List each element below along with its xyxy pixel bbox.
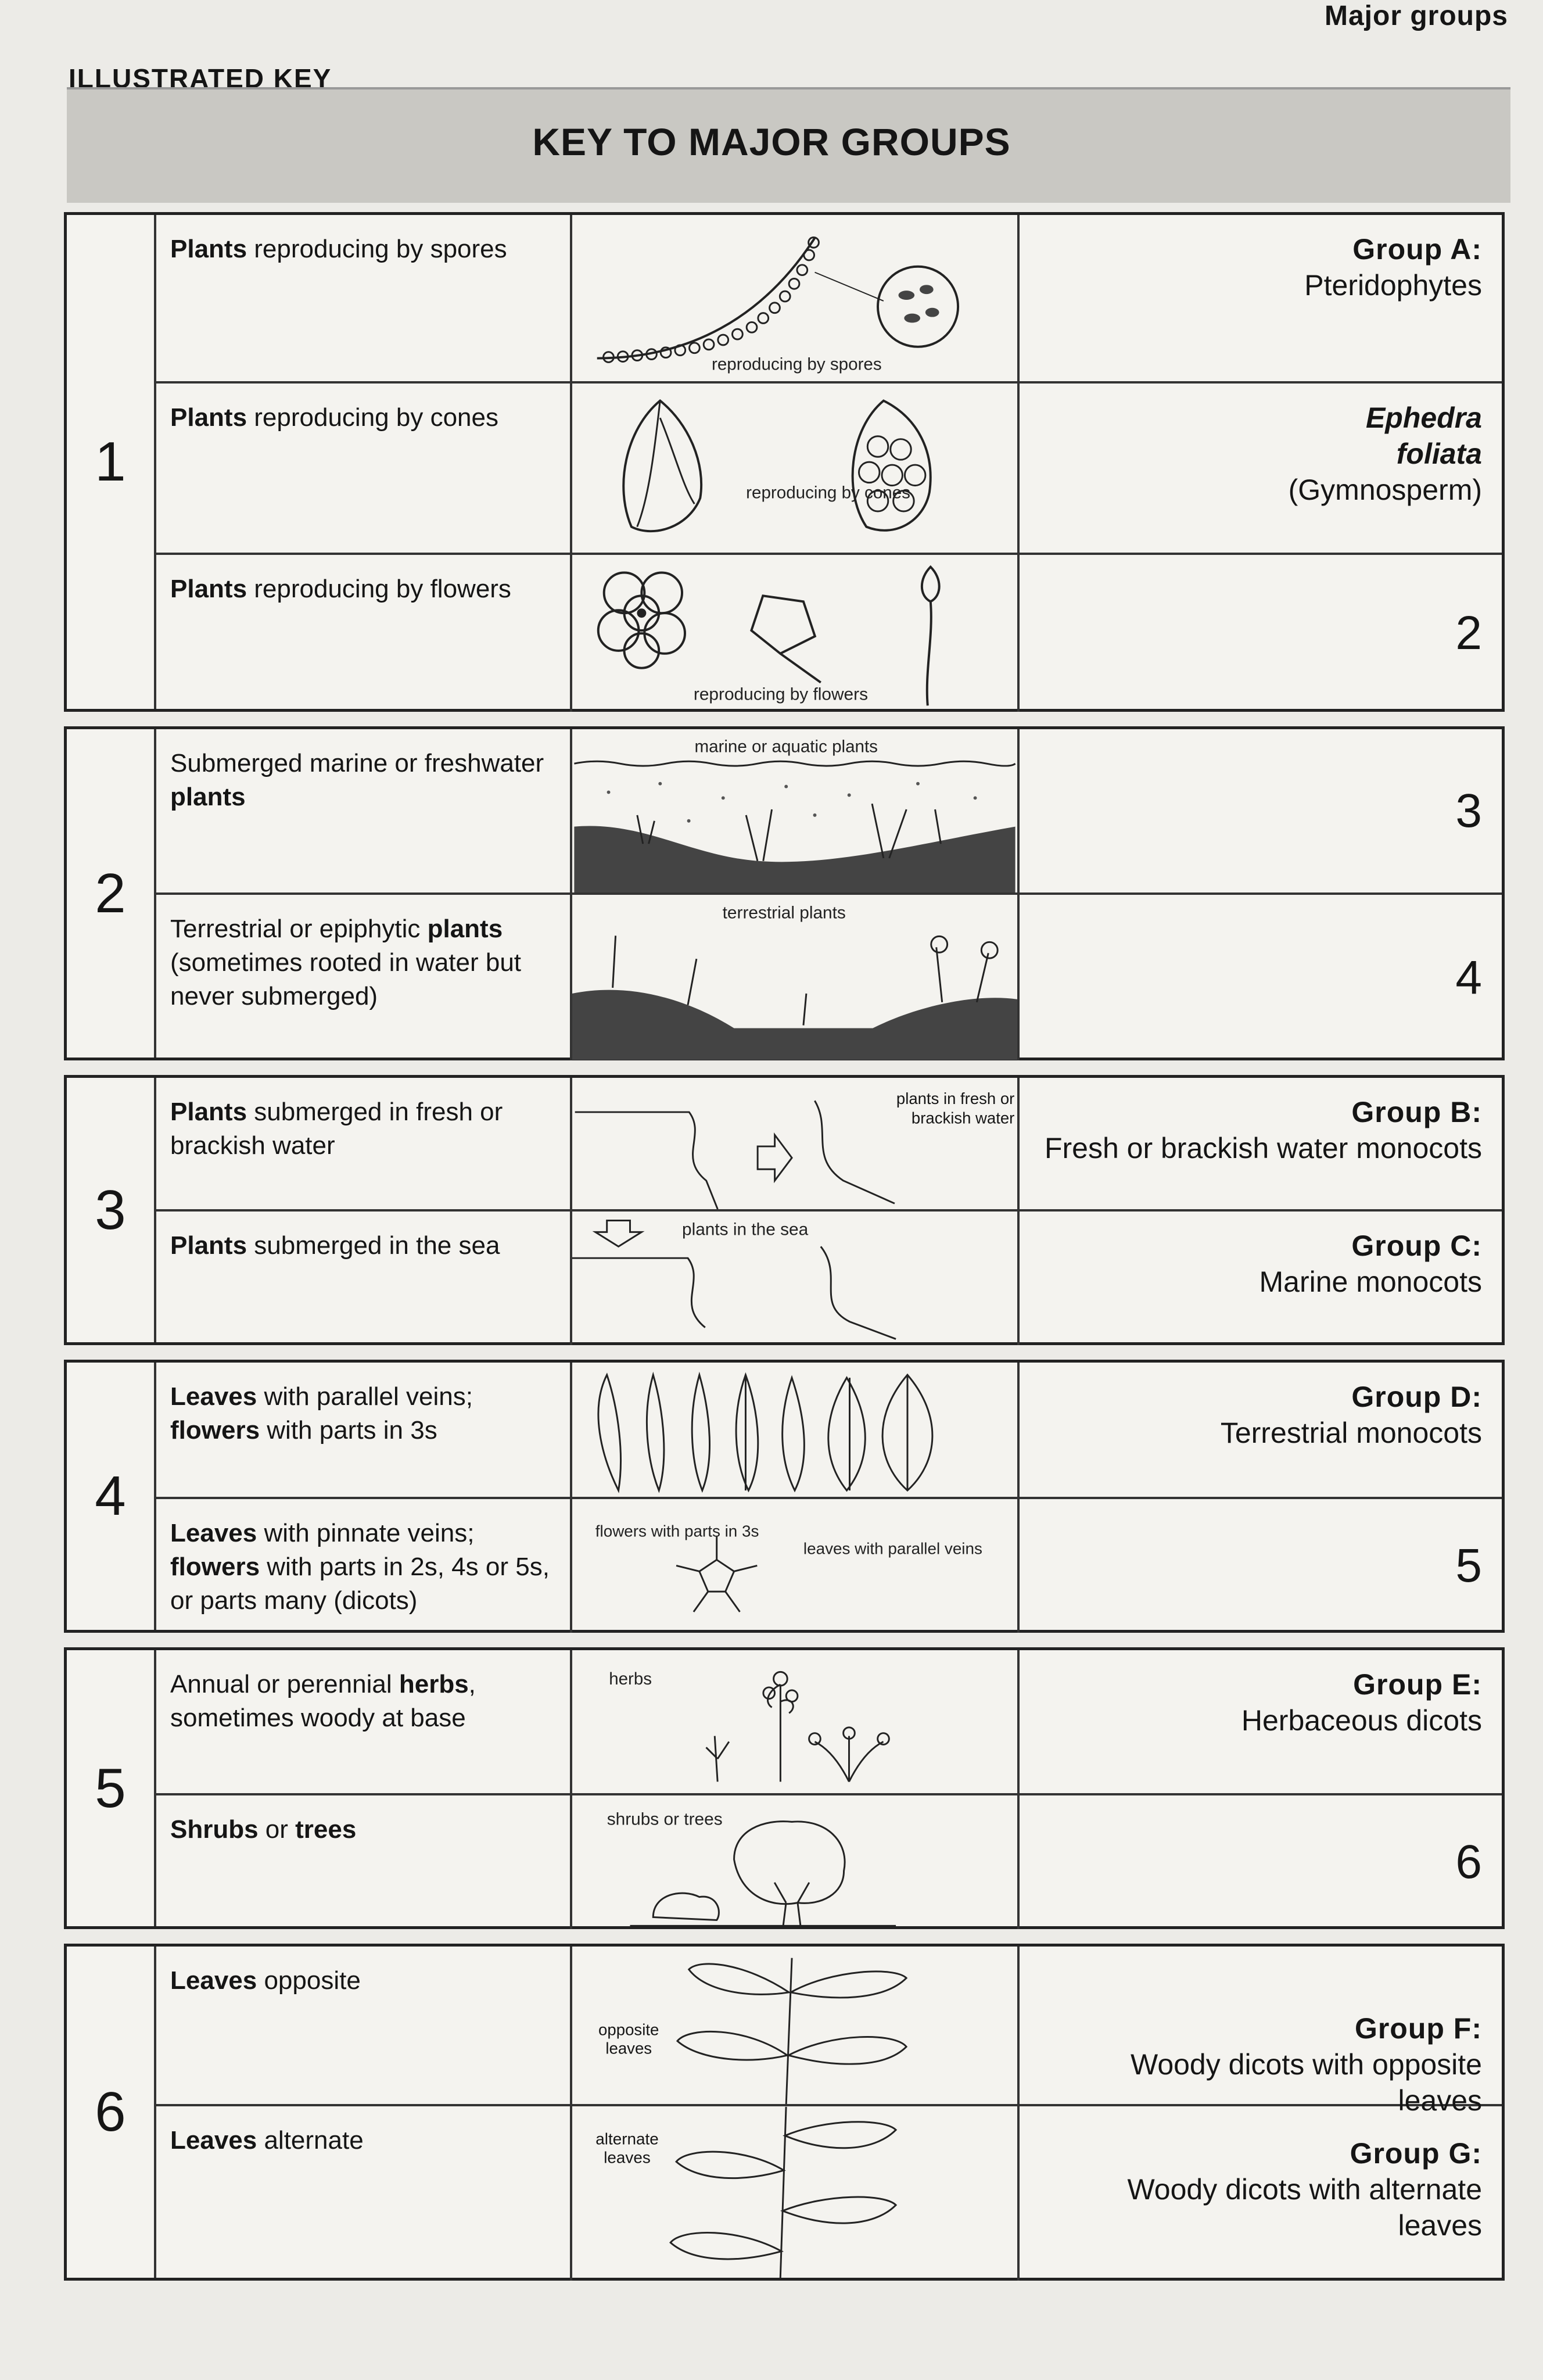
couplet-3: 3 Plants submerged in fresh or brackish … [64, 1075, 1505, 1345]
key-row: Terrestrial or epiphytic plants(sometime… [154, 895, 1502, 1060]
row-description: Shrubs or trees [154, 1795, 572, 1929]
key-row: Plants reproducing by spores reproducing… [154, 215, 1502, 383]
flower-illustration: reproducing by flowers [572, 555, 1020, 712]
couplet-6: 6 Leaves opposite opposite leaves Group … [64, 1944, 1505, 2281]
page-title: KEY TO MAJOR GROUPS [532, 120, 1011, 163]
row-description: Annual or perennial herbs, sometimes woo… [154, 1650, 572, 1793]
couplet-number: 2 [67, 729, 156, 1058]
row-description: Plants reproducing by flowers [154, 555, 572, 712]
result-group-b: Group B: Fresh or brackish water monocot… [1044, 1096, 1482, 1164]
couplet-number: 1 [67, 215, 156, 709]
couplet-5: 5 Annual or perennial herbs, sometimes w… [64, 1647, 1505, 1929]
row-description: Submerged marine or freshwater plants [154, 729, 572, 892]
key-row: Leaves with parallel veins;flowers with … [154, 1363, 1502, 1499]
couplet-number: 5 [67, 1650, 156, 1926]
caption-cones: reproducing by cones [746, 483, 910, 502]
result-group-f: Group F: Woody dicots with opposite leav… [1131, 2012, 1482, 2117]
caption-herbs: herbs [609, 1669, 652, 1689]
key-row: Submerged marine or freshwater plants ma… [154, 729, 1502, 895]
result-group-c: Group C: Marine monocots [1259, 1230, 1483, 1298]
key-row: Plants reproducing by cones reproducing … [154, 383, 1502, 555]
caption-terrestrial: terrestrial plants [723, 904, 846, 923]
spore-fern-illustration: reproducing by spores [572, 215, 1020, 381]
key-row: Leaves opposite opposite leaves Group F:… [154, 1947, 1502, 2117]
row-description: Leaves with pinnate veins;flowers with p… [154, 1499, 572, 1633]
result-lead: 4 [1455, 951, 1482, 1004]
shrubs-trees-illustration: shrubs or trees [572, 1795, 1020, 1929]
caption-flowers: reproducing by flowers [694, 684, 868, 704]
key-row: Shrubs or trees shrubs or trees 6 [154, 1795, 1502, 1929]
result-lead: 5 [1455, 1539, 1482, 1592]
row-description: Leaves with parallel veins;flowers with … [154, 1363, 572, 1497]
caption-parallel-veins: leaves with parallel veins [803, 1539, 982, 1557]
sea-illustration: plants in the sea [572, 1211, 1020, 1345]
caption-sea: plants in the sea [682, 1220, 809, 1239]
caption-spores: reproducing by spores [712, 354, 882, 374]
row-description: Leaves opposite [154, 1947, 572, 2104]
result-ephedra: Ephedra foliata (Gymnosperm) [1288, 402, 1482, 506]
leaves-flower-illustration: flowers with parts in 3s leaves with par… [572, 1363, 1020, 1633]
herbs-illustration: herbs [572, 1650, 1020, 1793]
couplet-number: 6 [67, 1947, 156, 2278]
cone-illustration: reproducing by cones [572, 383, 1020, 553]
couplet-number: 4 [67, 1363, 156, 1630]
result-group-d: Group D: Terrestrial monocots [1220, 1381, 1482, 1449]
couplet-number: 3 [67, 1078, 156, 1342]
result-lead: 6 [1455, 1836, 1482, 1888]
row-description: Plants submerged in the sea [154, 1211, 572, 1345]
caption-alternate: alternate leaves [595, 2130, 659, 2167]
caption-shrubs-trees: shrubs or trees [607, 1809, 723, 1829]
aquatic-plants-illustration: marine or aquatic plants [572, 729, 1020, 892]
title-bar [67, 87, 1510, 203]
result-group-a: Group A: Pteridophytes [1304, 233, 1482, 302]
row-description: Terrestrial or epiphytic plants(sometime… [154, 895, 572, 1060]
page-header-section: Major groups [1324, 1, 1508, 31]
result-group-g: Group G: Woody dicots with alternate lea… [1127, 2137, 1483, 2242]
key-row: Leaves alternate alternate leaves Group … [154, 2106, 1502, 2281]
key-row: Annual or perennial herbs, sometimes woo… [154, 1650, 1502, 1795]
freshwater-illustration: plants in fresh or brackish water [572, 1078, 1020, 1209]
row-description: Plants submerged in fresh or brackish wa… [154, 1078, 572, 1209]
opposite-leaves-illustration: opposite leaves [572, 1947, 1020, 2104]
key-row: Plants submerged in the sea plants in th… [154, 1211, 1502, 1345]
couplet-4: 4 Leaves with parallel veins;flowers wit… [64, 1360, 1505, 1633]
caption-aquatic: marine or aquatic plants [694, 737, 878, 756]
result-lead: 3 [1455, 784, 1482, 837]
row-description: Leaves alternate [154, 2106, 572, 2281]
key-row: Plants submerged in fresh or brackish wa… [154, 1078, 1502, 1211]
row-description: Plants reproducing by cones [154, 383, 572, 553]
caption-opposite: opposite leaves [598, 2021, 659, 2058]
key-row: Plants reproducing by flowers reproducin… [154, 555, 1502, 712]
alternate-leaves-illustration: alternate leaves [572, 2106, 1020, 2281]
result-lead: 2 [1455, 607, 1482, 659]
terrestrial-plants-illustration: terrestrial plants [572, 895, 1020, 1060]
couplet-2: 2 Submerged marine or freshwater plants … [64, 726, 1505, 1060]
couplet-1: 1 Plants reproducing by spores reproduci… [64, 212, 1505, 712]
row-description: Plants reproducing by spores [154, 215, 572, 381]
key-row: Leaves with pinnate veins;flowers with p… [154, 1499, 1502, 1633]
caption-freshwater: plants in fresh or brackish water [896, 1089, 1015, 1127]
caption-flowers-3s: flowers with parts in 3s [595, 1522, 759, 1540]
result-group-e: Group E: Herbaceous dicots [1241, 1668, 1482, 1737]
